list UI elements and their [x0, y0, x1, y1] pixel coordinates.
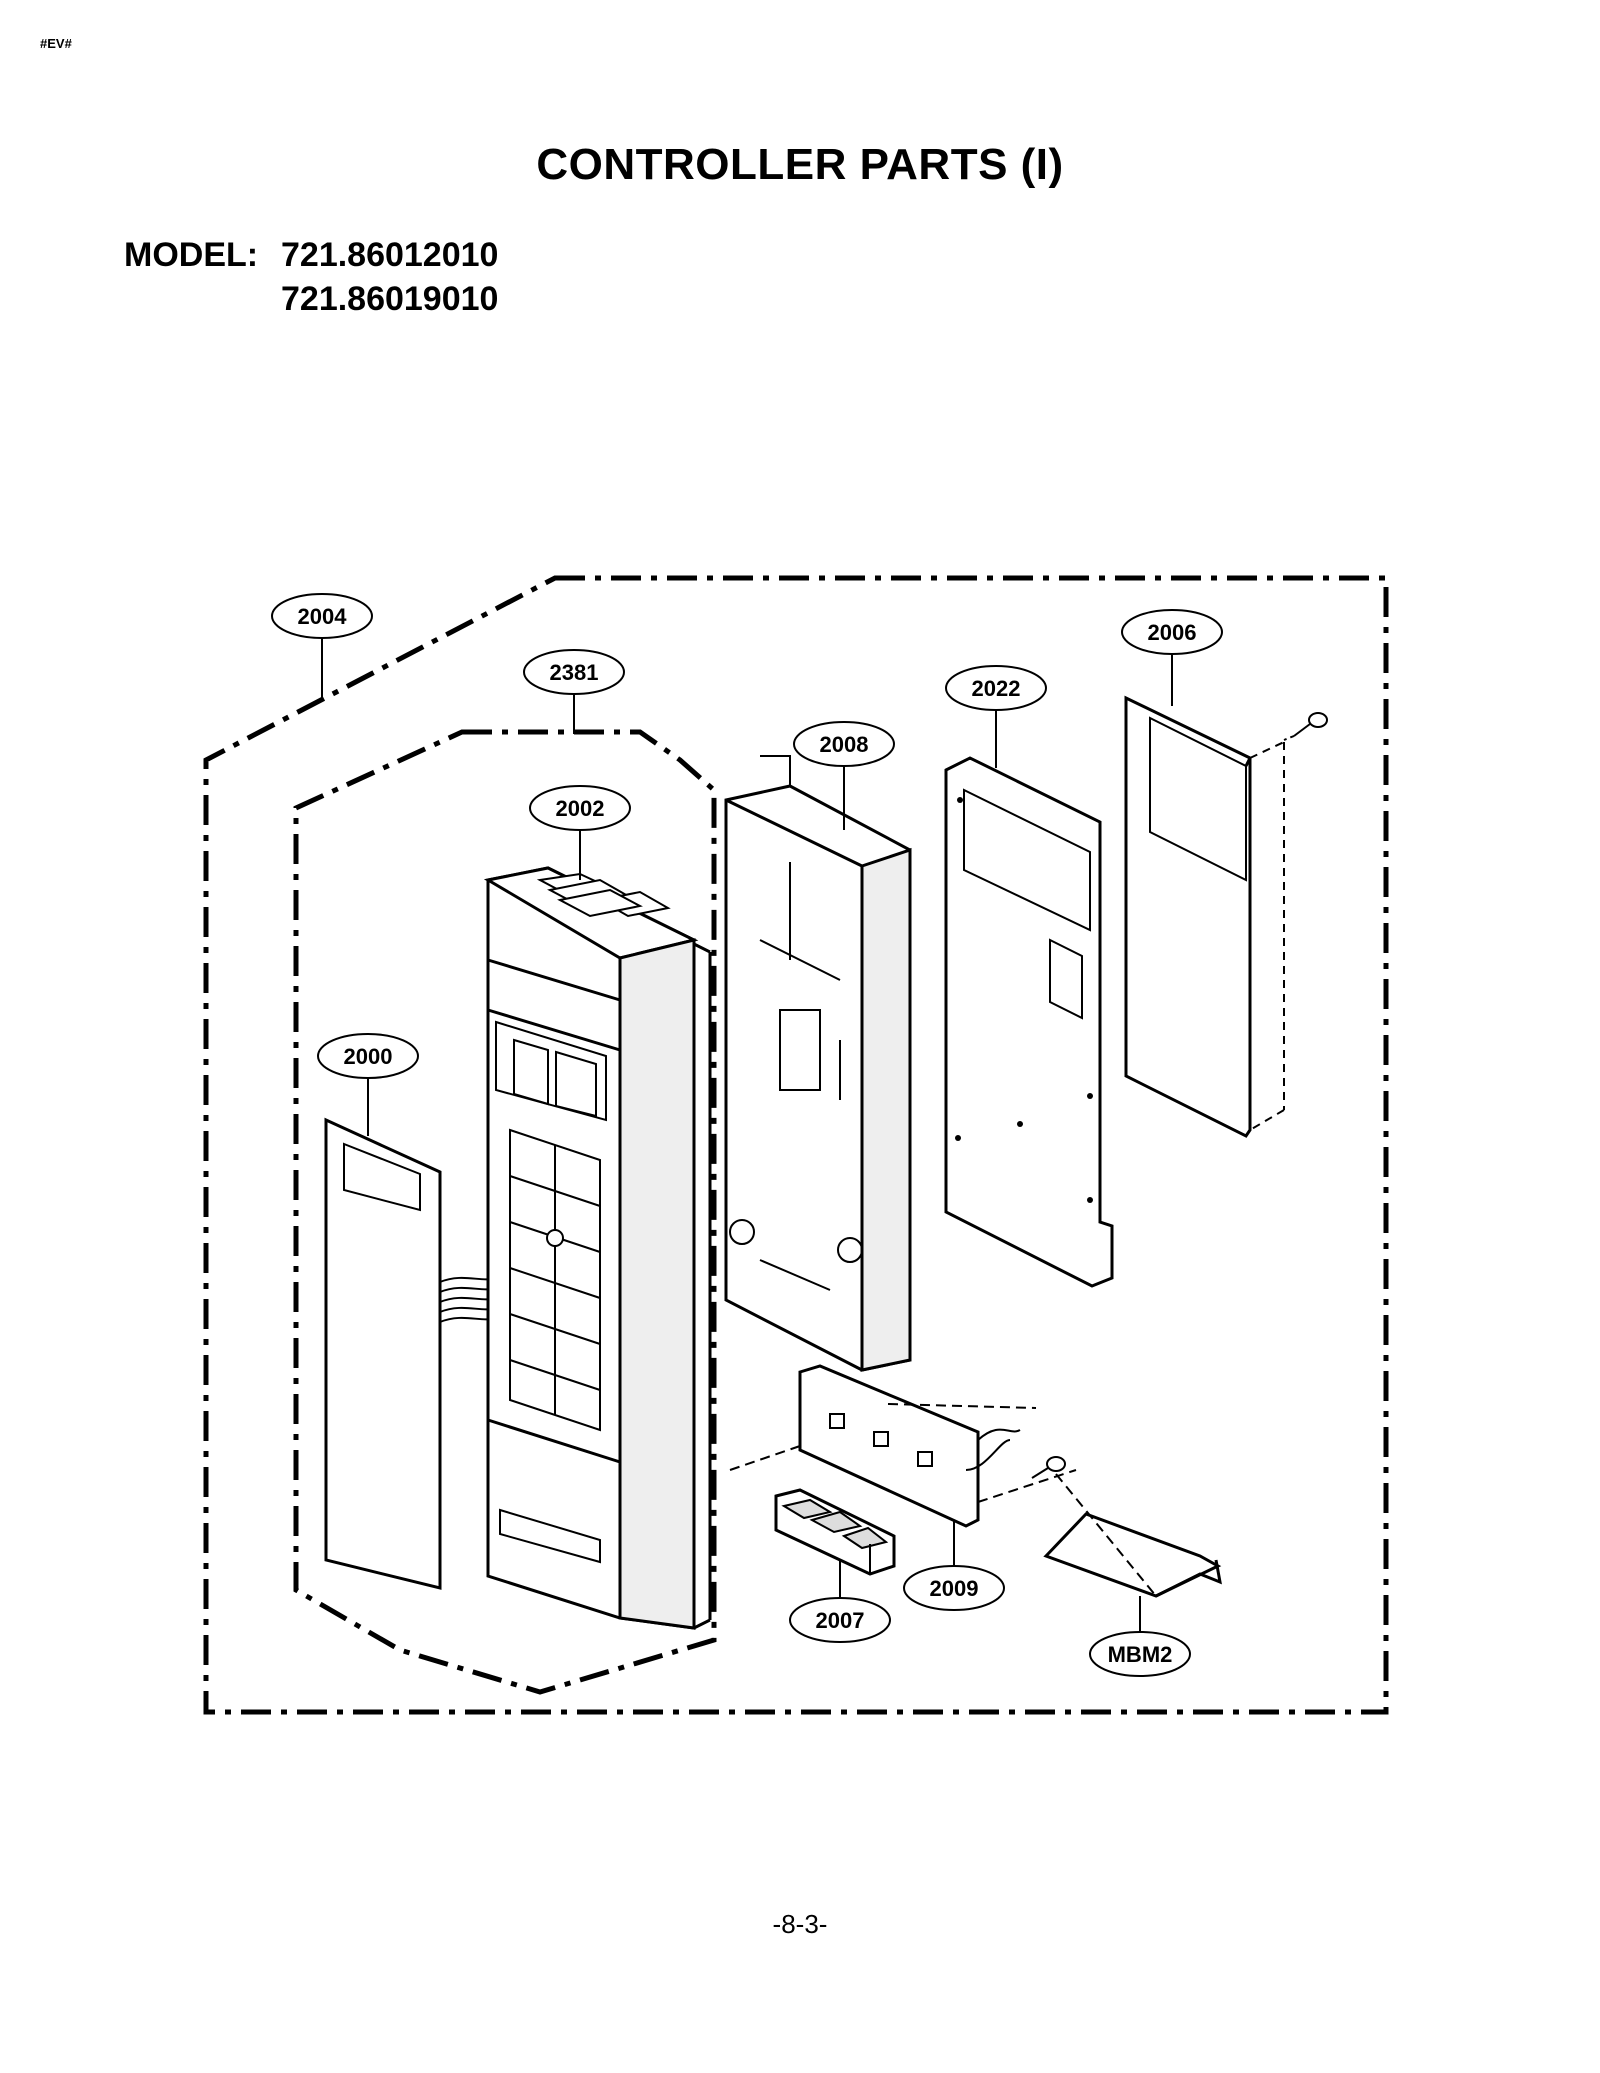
svg-text:2009: 2009 — [930, 1576, 979, 1601]
outer-boundary — [203, 575, 1389, 1715]
callout-mbm2: MBM2 — [1089, 1631, 1191, 1677]
svg-text:2381: 2381 — [550, 660, 599, 685]
callout-2009: 2009 — [903, 1565, 1005, 1611]
svg-text:2002: 2002 — [556, 796, 605, 821]
svg-text:2007: 2007 — [816, 1608, 865, 1633]
model-label: MODEL: — [124, 236, 259, 274]
callout-2022: 2022 — [945, 665, 1047, 711]
callout-2006: 2006 — [1121, 609, 1223, 655]
model-number-1: 721.86012010 — [281, 236, 499, 274]
header-tag: #EV# — [40, 36, 72, 51]
svg-text:MBM2: MBM2 — [1108, 1642, 1173, 1667]
model-number-2: 721.86019010 — [281, 280, 499, 318]
svg-text:2006: 2006 — [1148, 620, 1197, 645]
keypad-membrane-part — [324, 1117, 511, 1590]
svg-text:2008: 2008 — [820, 732, 869, 757]
svg-text:2000: 2000 — [344, 1044, 393, 1069]
switch-assembly — [774, 1488, 896, 1576]
controller-bracket — [724, 755, 912, 1372]
page-number: -8-3- — [772, 1909, 828, 1939]
svg-text:2022: 2022 — [972, 676, 1021, 701]
latch-clip-part — [1043, 1473, 1222, 1598]
inner-boundary — [293, 729, 717, 1695]
callout-2002: 2002 — [529, 785, 631, 831]
callout-2007: 2007 — [789, 1597, 891, 1643]
callout-2000: 2000 — [317, 1033, 419, 1079]
callout-2004: 2004 — [271, 593, 373, 639]
svg-text:2004: 2004 — [298, 604, 348, 629]
pcb-holder — [944, 756, 1114, 1288]
callout-2008: 2008 — [793, 721, 895, 767]
control-panel-housing — [483, 866, 712, 1630]
callout-2381: 2381 — [523, 649, 625, 695]
main-pcb — [1124, 695, 1328, 1138]
page-title: CONTROLLER PARTS (I) — [536, 140, 1064, 189]
sub-pcb — [729, 1364, 1077, 1528]
